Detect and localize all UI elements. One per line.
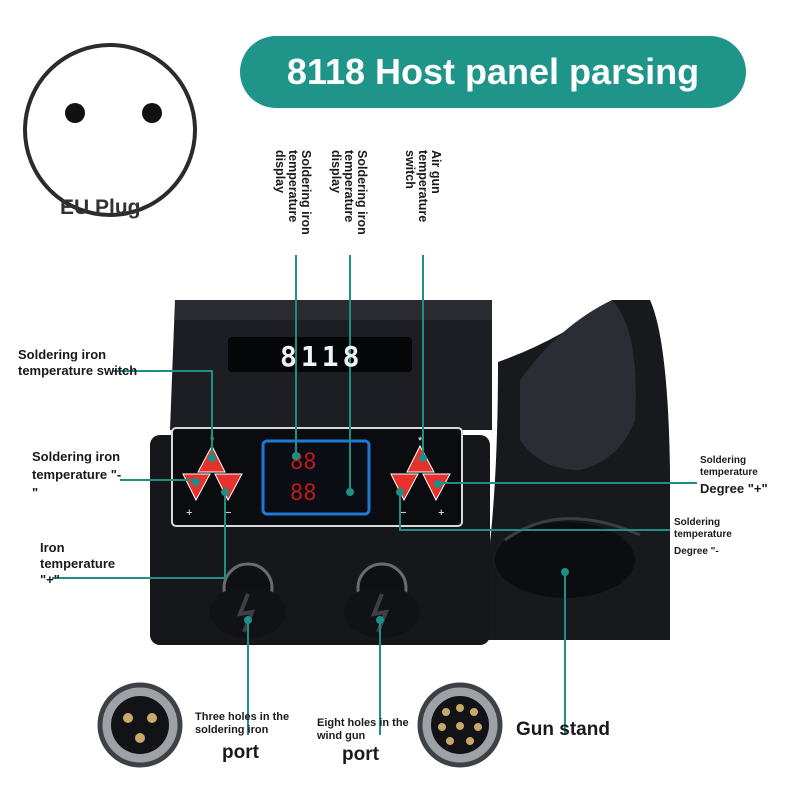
gun-plus-symbol: +	[438, 507, 444, 519]
gun-switch-symbol: *	[418, 435, 423, 447]
iron-port-connector	[210, 562, 286, 638]
three-hole-port-icon	[97, 682, 183, 768]
label-iron-minus: Soldering iron temperature "-"	[32, 449, 122, 500]
label-degree-minus-a: Soldering temperature	[674, 517, 732, 540]
label-iron-display: Soldering iron temperature display	[273, 150, 313, 235]
gun-holster	[488, 300, 670, 640]
eu-plug-label: EU Plug	[60, 196, 141, 219]
leader-lines	[52, 255, 697, 735]
label-degree-plus-small: Soldering temperature	[700, 455, 758, 478]
gun-minus-symbol: −	[400, 507, 406, 519]
iron-plus-button[interactable]	[214, 473, 243, 502]
eu-plug-icon	[23, 43, 197, 217]
label-gun-port-small: Eight holes in the wind gun	[317, 717, 409, 742]
title-banner: 8118 Host panel parsing	[240, 36, 746, 108]
label-iron-switch: Soldering iron temperature switch	[18, 347, 138, 378]
digital-display	[261, 439, 371, 516]
iron-minus-symbol: −	[225, 507, 231, 519]
control-panel: 88 88	[171, 427, 463, 527]
label-iron-port-big: port	[222, 742, 259, 763]
model-display: 8118	[280, 340, 364, 373]
svg-text:88: 88	[290, 481, 317, 506]
label-iron-port-small: Three holes in the soldering iron	[195, 711, 290, 736]
label-gun-port-big: port	[342, 744, 379, 765]
label-degree-minus-b: Degree "-	[674, 546, 719, 557]
label-iron-display-2: Soldering iron temperature display	[329, 150, 369, 235]
label-air-gun-switch: Air gun temperature switch	[403, 150, 443, 223]
gun-minus-button[interactable]	[390, 473, 419, 502]
eight-hole-port-icon	[417, 682, 503, 768]
label-degree-plus-big: Degree "+"	[700, 481, 768, 496]
model-display-window	[228, 337, 412, 372]
label-gun-stand: Gun stand	[516, 719, 610, 740]
iron-plus-symbol: +	[186, 507, 192, 519]
label-iron-plus: Iron temperature "+"	[40, 540, 116, 587]
